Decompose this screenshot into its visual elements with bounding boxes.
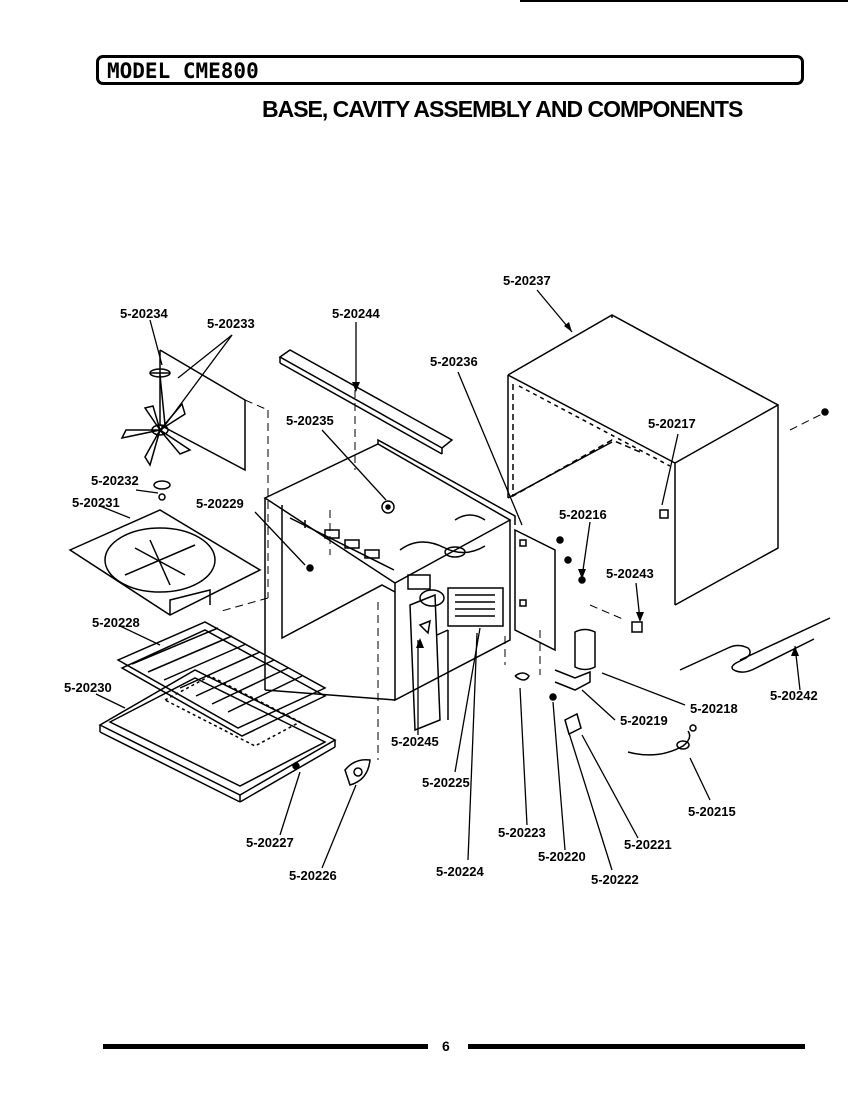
label-5-20227: 5-20227 [246,835,294,850]
oven-rack [116,621,327,737]
side-components [514,509,831,756]
oven-cavity [263,438,556,702]
label-5-20221: 5-20221 [624,837,672,852]
arrowheads [352,322,799,656]
model-title: MODEL CME800 [107,59,259,83]
label-5-20232: 5-20232 [91,473,139,488]
screws [306,408,829,584]
page-number: 6 [442,1038,450,1054]
latch-bracket [409,593,449,732]
label-5-20223: 5-20223 [498,825,546,840]
label-5-20216: 5-20216 [559,507,607,522]
part-number-labels: 5-20237 5-20234 5-20233 5-20244 5-20236 … [64,273,818,887]
model-title-box: MODEL CME800 [96,55,804,85]
base-plate [68,509,262,616]
outer-cabinet [507,314,779,606]
label-5-20222: 5-20222 [591,872,639,887]
label-5-20233: 5-20233 [207,316,255,331]
label-5-20224: 5-20224 [436,864,484,879]
label-5-20219: 5-20219 [620,713,668,728]
label-5-20220: 5-20220 [538,849,586,864]
top-rule [520,0,848,2]
label-5-20217: 5-20217 [648,416,696,431]
label-5-20228: 5-20228 [92,615,140,630]
top-strip [278,349,454,455]
label-5-20230: 5-20230 [64,680,112,695]
label-5-20235: 5-20235 [286,413,334,428]
drip-tray [98,669,337,803]
label-5-20226: 5-20226 [289,868,337,883]
section-title: BASE, CAVITY ASSEMBLY AND COMPONENTS [262,96,743,122]
fan-assembly [120,349,246,501]
label-5-20215: 5-20215 [688,804,736,819]
leader-lines [95,289,801,871]
label-5-20236: 5-20236 [430,354,478,369]
label-5-20243: 5-20243 [606,566,654,581]
assembly-guide-lines [217,390,823,760]
control-components [407,574,504,627]
label-5-20218: 5-20218 [690,701,738,716]
label-5-20244: 5-20244 [332,306,380,321]
label-5-20237: 5-20237 [503,273,551,288]
label-5-20242: 5-20242 [770,688,818,703]
label-5-20234: 5-20234 [120,306,168,321]
thermal-parts [292,758,371,786]
label-5-20231: 5-20231 [72,495,120,510]
footer-rule-right [468,1044,805,1049]
label-5-20225: 5-20225 [422,775,470,790]
label-5-20245: 5-20245 [391,734,439,749]
label-5-20229: 5-20229 [196,496,244,511]
footer-rule-left [103,1044,428,1049]
